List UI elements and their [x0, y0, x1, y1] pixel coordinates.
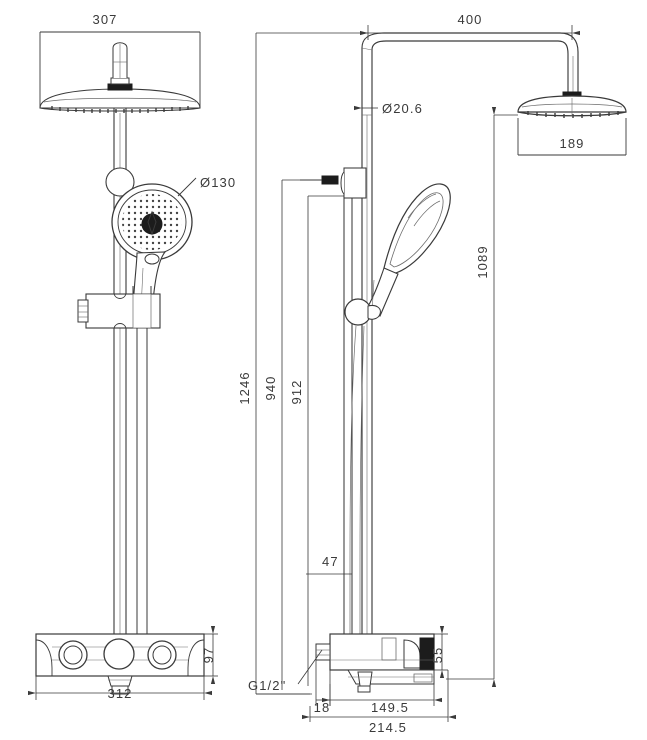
label-dim-47: 47	[322, 554, 339, 569]
dimension-1089	[446, 107, 518, 687]
dimension-307-frame	[39, 31, 201, 108]
dimension-149-5	[322, 684, 442, 706]
dimension-47	[306, 573, 353, 582]
valve-body-side	[315, 633, 435, 693]
slide-bar-top-knob	[105, 167, 135, 197]
label-dim-97: 97	[201, 647, 216, 664]
label-dim-312: 312	[108, 686, 133, 701]
label-dim-diameter-130: Ø130	[200, 175, 236, 190]
handheld-head-side	[344, 183, 451, 634]
valve-body-front	[35, 633, 205, 695]
label-dim-18: 18	[314, 700, 331, 715]
label-dim-189: 189	[560, 136, 585, 151]
rain-head-front	[39, 42, 201, 113]
diverter-bracket-front	[77, 286, 161, 634]
dimension-940	[281, 179, 322, 690]
rain-head-side	[517, 91, 627, 118]
label-dim-1246: 1246	[237, 371, 252, 404]
dimension-189-frame	[517, 118, 627, 156]
dimension-214-5	[302, 670, 456, 722]
label-dim-149-5: 149.5	[371, 700, 409, 715]
shower-arm-side	[361, 32, 579, 634]
label-dim-307: 307	[93, 12, 118, 27]
leader-g-half-inch	[297, 649, 323, 685]
label-dim-940: 940	[263, 376, 278, 401]
label-dim-55: 55	[430, 647, 445, 664]
dimension-312	[28, 676, 212, 700]
label-dim-diameter-20-6: Ø20.6	[382, 101, 423, 116]
handheld-head-front	[111, 183, 193, 313]
label-dim-g-half-inch: G1/2"	[248, 678, 286, 693]
leader-diameter-130	[177, 177, 197, 197]
label-dim-400: 400	[458, 12, 483, 27]
dimension-97	[204, 626, 218, 684]
dimension-55	[434, 626, 448, 678]
label-dim-214-5: 214.5	[369, 720, 407, 735]
dimension-912	[307, 195, 344, 686]
label-dim-1089: 1089	[475, 245, 490, 278]
label-dim-912: 912	[289, 380, 304, 405]
dimension-1246	[255, 33, 312, 695]
